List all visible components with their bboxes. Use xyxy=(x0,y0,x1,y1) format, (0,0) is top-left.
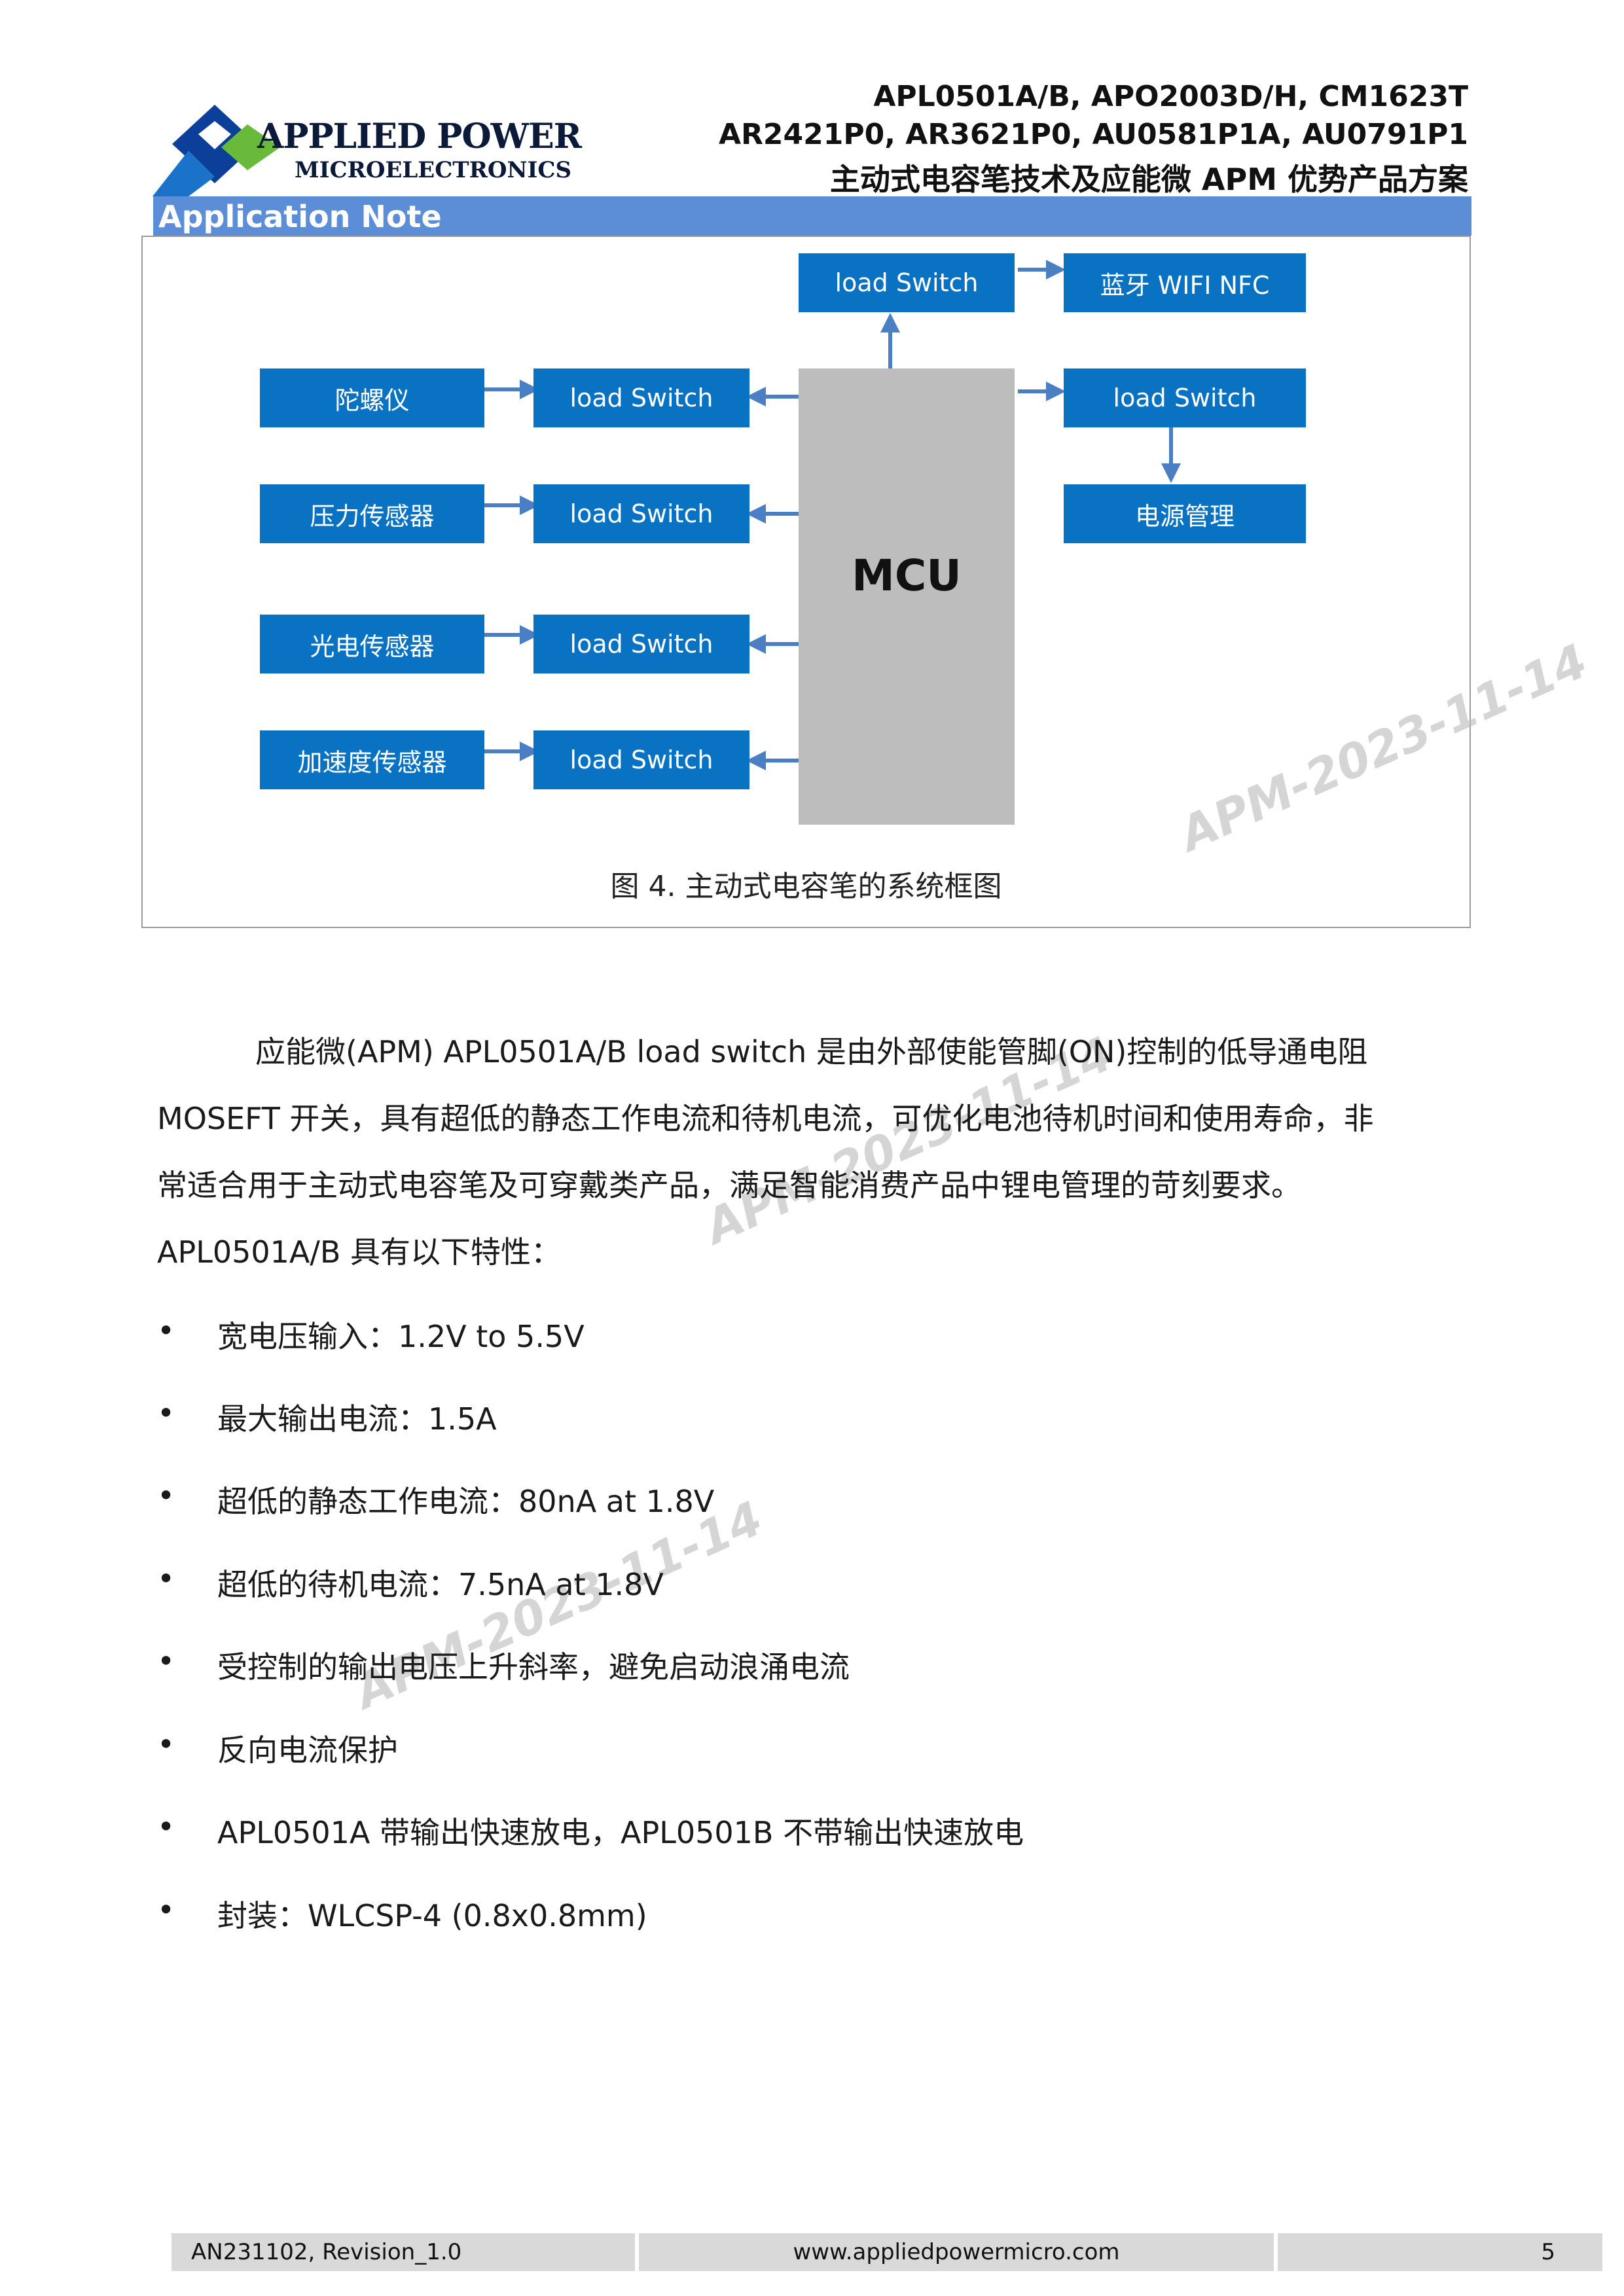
header-title-line-2: AR2421P0, AR3621P0, AU0581P1A, AU0791P1 xyxy=(719,118,1468,151)
block-sensor-accelerometer: 加速度传感器 xyxy=(260,730,484,789)
block-load-switch-top: load Switch xyxy=(799,253,1015,312)
logo-text-microelectronics: MICROELECTRONICS xyxy=(295,157,572,183)
bullet-dot: • xyxy=(157,1313,175,1348)
bullet-dot: • xyxy=(157,1643,175,1679)
bullet-dot: • xyxy=(157,1727,175,1762)
paragraph-line-3: 常适合用于主动式电容笔及可穿戴类产品，满足智能消费产品中锂电管理的苛刻要求。 xyxy=(157,1168,1301,1203)
intro-paragraph: 应能微(APM) APL0501A/B load switch 是由外部使能管脚… xyxy=(157,1018,1466,1285)
figure-caption: 图 4. 主动式电容笔的系统框图 xyxy=(610,870,1002,903)
block-power-management: 电源管理 xyxy=(1064,484,1306,543)
bullet-dot: • xyxy=(157,1395,175,1431)
bullet-dot: • xyxy=(157,1478,175,1513)
block-mcu: MCU xyxy=(799,368,1015,825)
block-sensor-gyroscope: 陀螺仪 xyxy=(260,368,484,427)
block-load-switch-right: load Switch xyxy=(1064,368,1306,427)
footer-doc-id: AN231102, Revision_1.0 xyxy=(171,2233,635,2271)
page-footer: AN231102, Revision_1.0 www.appliedpowerm… xyxy=(171,2233,1602,2271)
header-title-line-1: APL0501A/B, APO2003D/H, CM1623T xyxy=(873,80,1468,113)
footer-website: www.appliedpowermicro.com xyxy=(639,2233,1274,2271)
block-sensor-optical: 光电传感器 xyxy=(260,615,484,673)
company-logo xyxy=(153,105,280,196)
block-bluetooth-wifi-nfc: 蓝牙 WIFI NFC xyxy=(1064,253,1306,312)
section-bar-label: Application Note xyxy=(158,199,442,234)
block-load-switch-3: load Switch xyxy=(533,615,749,673)
footer-page-number: 5 xyxy=(1278,2233,1602,2271)
paragraph-line-2: MOSEFT 开关，具有超低的静态工作电流和待机电流，可优化电池待机时间和使用寿… xyxy=(157,1101,1374,1136)
bullet-dot: • xyxy=(157,1561,175,1596)
block-sensor-pressure: 压力传感器 xyxy=(260,484,484,543)
block-load-switch-2: load Switch xyxy=(533,484,749,543)
section-bar: Application Note xyxy=(153,196,1471,236)
bullet-dot: • xyxy=(157,1809,175,1844)
paragraph-line-4: APL0501A/B 具有以下特性： xyxy=(157,1234,562,1270)
paragraph-line-1: 应能微(APM) APL0501A/B load switch 是由外部使能管脚… xyxy=(255,1034,1368,1069)
bullet-dot: • xyxy=(157,1892,175,1928)
diagram-frame xyxy=(141,236,1471,928)
block-load-switch-1: load Switch xyxy=(533,368,749,427)
header-title-line-3: 主动式电容笔技术及应能微 APM 优势产品方案 xyxy=(829,162,1468,197)
logo-text-applied-power: APPLIED POWER xyxy=(257,117,582,156)
block-load-switch-4: load Switch xyxy=(533,730,749,789)
